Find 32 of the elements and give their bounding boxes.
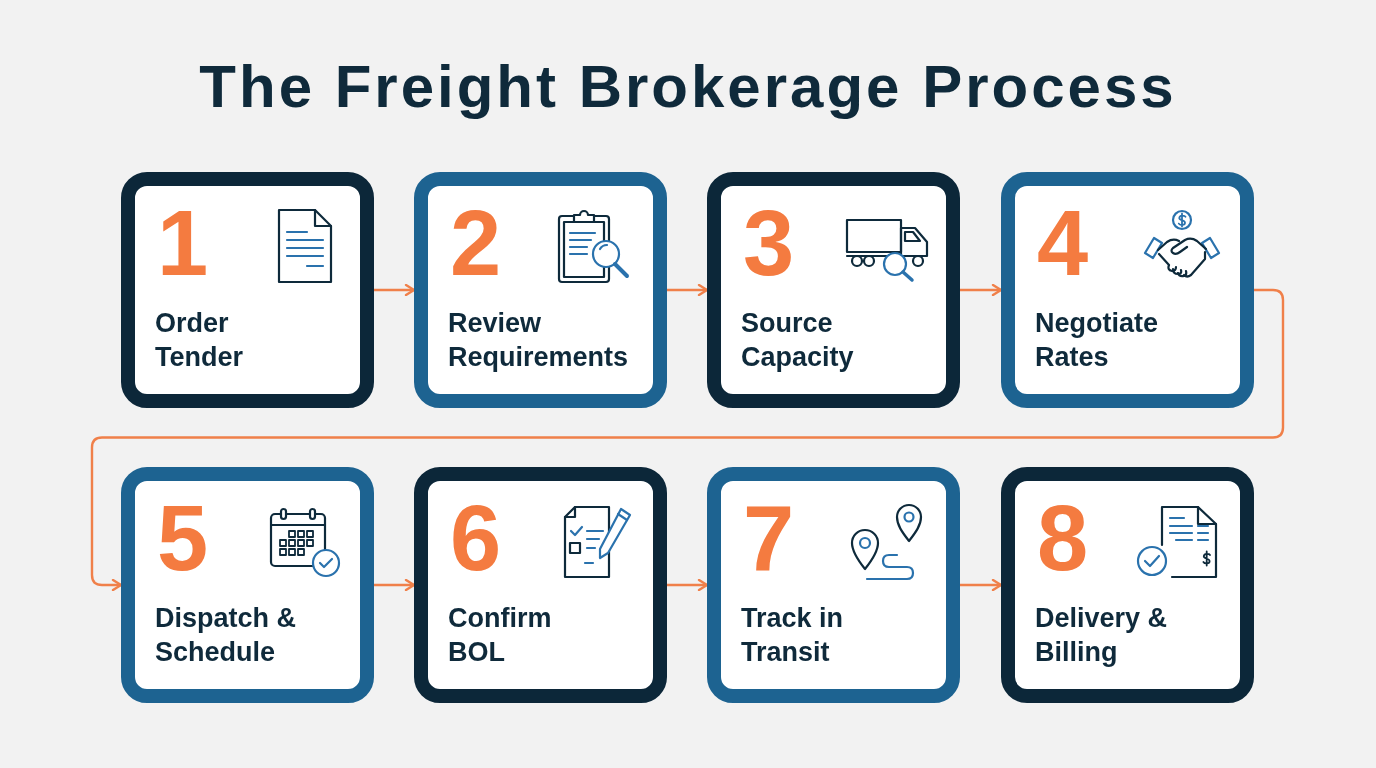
step-number: 2	[450, 197, 502, 289]
step-title: Source Capacity	[741, 307, 855, 374]
connector-arrow	[90, 288, 1285, 592]
step-card	[1001, 172, 1254, 408]
step-card	[1001, 467, 1254, 703]
diagram-title: The Freight Brokerage Process	[198, 52, 1178, 122]
connector-arrow	[960, 578, 1003, 592]
step-title: Negotiate Rates	[1035, 307, 1160, 374]
step-card	[414, 172, 667, 408]
step-number: 3	[743, 197, 795, 289]
step-title: Dispatch & Schedule	[155, 602, 298, 669]
step-card	[707, 172, 960, 408]
connector-arrow	[374, 578, 416, 592]
step-number: 6	[450, 492, 502, 584]
step-card	[121, 172, 374, 408]
step-number: 4	[1037, 197, 1089, 289]
connector-arrow	[374, 283, 416, 297]
connector-arrow	[667, 578, 709, 592]
step-card	[414, 467, 667, 703]
step-card	[121, 467, 374, 703]
step-number: 7	[743, 492, 795, 584]
step-title: Track in Transit	[741, 602, 845, 669]
connector-arrow	[960, 283, 1003, 297]
step-card	[707, 467, 960, 703]
step-number: 1	[157, 197, 209, 289]
step-number: 5	[157, 492, 209, 584]
step-number: 8	[1037, 492, 1089, 584]
step-title: Order Tender	[155, 307, 244, 374]
step-title: Delivery & Billing	[1035, 602, 1169, 669]
step-title: Confirm BOL	[448, 602, 553, 669]
connector-arrow	[667, 283, 709, 297]
step-title: Review Requirements	[448, 307, 630, 374]
